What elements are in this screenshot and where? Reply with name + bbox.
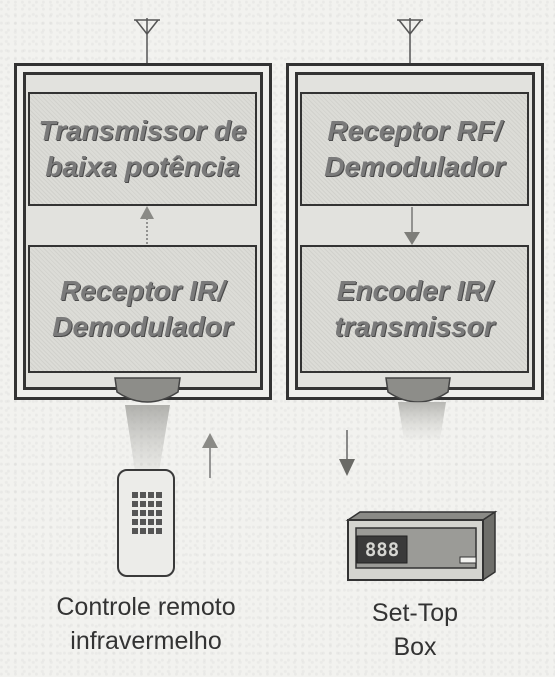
left-ir-beam [125, 405, 170, 478]
remote-key [132, 528, 138, 534]
set-top-box-icon: 888 [345, 510, 498, 582]
remote-caption-line1: Controle remoto [56, 593, 236, 621]
left-internal-arrow-up-icon [140, 206, 154, 244]
ir-encoder-line2: transmissor [334, 311, 495, 342]
left-ir-window [114, 377, 181, 403]
ir-encoder-transmitter-block: Encoder IR/ transmissor [300, 245, 529, 373]
settop-display-digits: 888 [365, 539, 399, 561]
settop-caption-line2: Box [393, 633, 437, 661]
settop-caption-line1: Set-Top [371, 599, 459, 627]
remote-key [140, 492, 146, 498]
remote-key [148, 528, 154, 534]
left-antenna-icon [134, 18, 160, 63]
remote-key [132, 492, 138, 498]
remote-key [156, 519, 162, 525]
remote-key [140, 528, 146, 534]
set-top-box-caption: Set-Top Box [335, 596, 495, 664]
remote-key [156, 528, 162, 534]
right-internal-arrow-down-icon [404, 207, 420, 245]
remote-key [156, 492, 162, 498]
remote-key [140, 519, 146, 525]
rf-receiver-line1: Receptor RF/ [327, 115, 502, 146]
remote-control-icon [117, 469, 175, 577]
right-ir-beam [398, 402, 446, 440]
remote-key [132, 510, 138, 516]
remote-caption-line2: infravermelho [70, 627, 222, 655]
remote-key [140, 501, 146, 507]
ir-encoder-line1: Encoder IR/ [336, 275, 493, 306]
rf-receiver-demodulator-block: Receptor RF/ Demodulador [300, 92, 529, 206]
ir-receiver-line1: Receptor IR/ [60, 275, 225, 306]
remote-key [148, 510, 154, 516]
remote-signal-arrow-up-icon [202, 433, 218, 478]
settop-signal-arrow-down-icon [339, 430, 355, 476]
low-power-transmitter-block: Transmissor de baixa potência [28, 92, 257, 206]
right-antenna-icon [397, 18, 423, 63]
remote-control-caption: Controle remoto infravermelho [30, 590, 262, 658]
right-ir-window [385, 377, 451, 403]
ir-receiver-line2: Demodulador [52, 311, 233, 342]
remote-key [148, 501, 154, 507]
low-power-transmitter-line1: Transmissor de [38, 115, 247, 146]
remote-key [140, 510, 146, 516]
remote-key [156, 510, 162, 516]
remote-key [132, 519, 138, 525]
remote-key [148, 492, 154, 498]
remote-key [148, 519, 154, 525]
rf-receiver-line2: Demodulador [324, 151, 505, 182]
low-power-transmitter-line2: baixa potência [45, 151, 240, 182]
ir-receiver-demodulator-block: Receptor IR/ Demodulador [28, 245, 257, 373]
remote-key [132, 501, 138, 507]
remote-key [156, 501, 162, 507]
